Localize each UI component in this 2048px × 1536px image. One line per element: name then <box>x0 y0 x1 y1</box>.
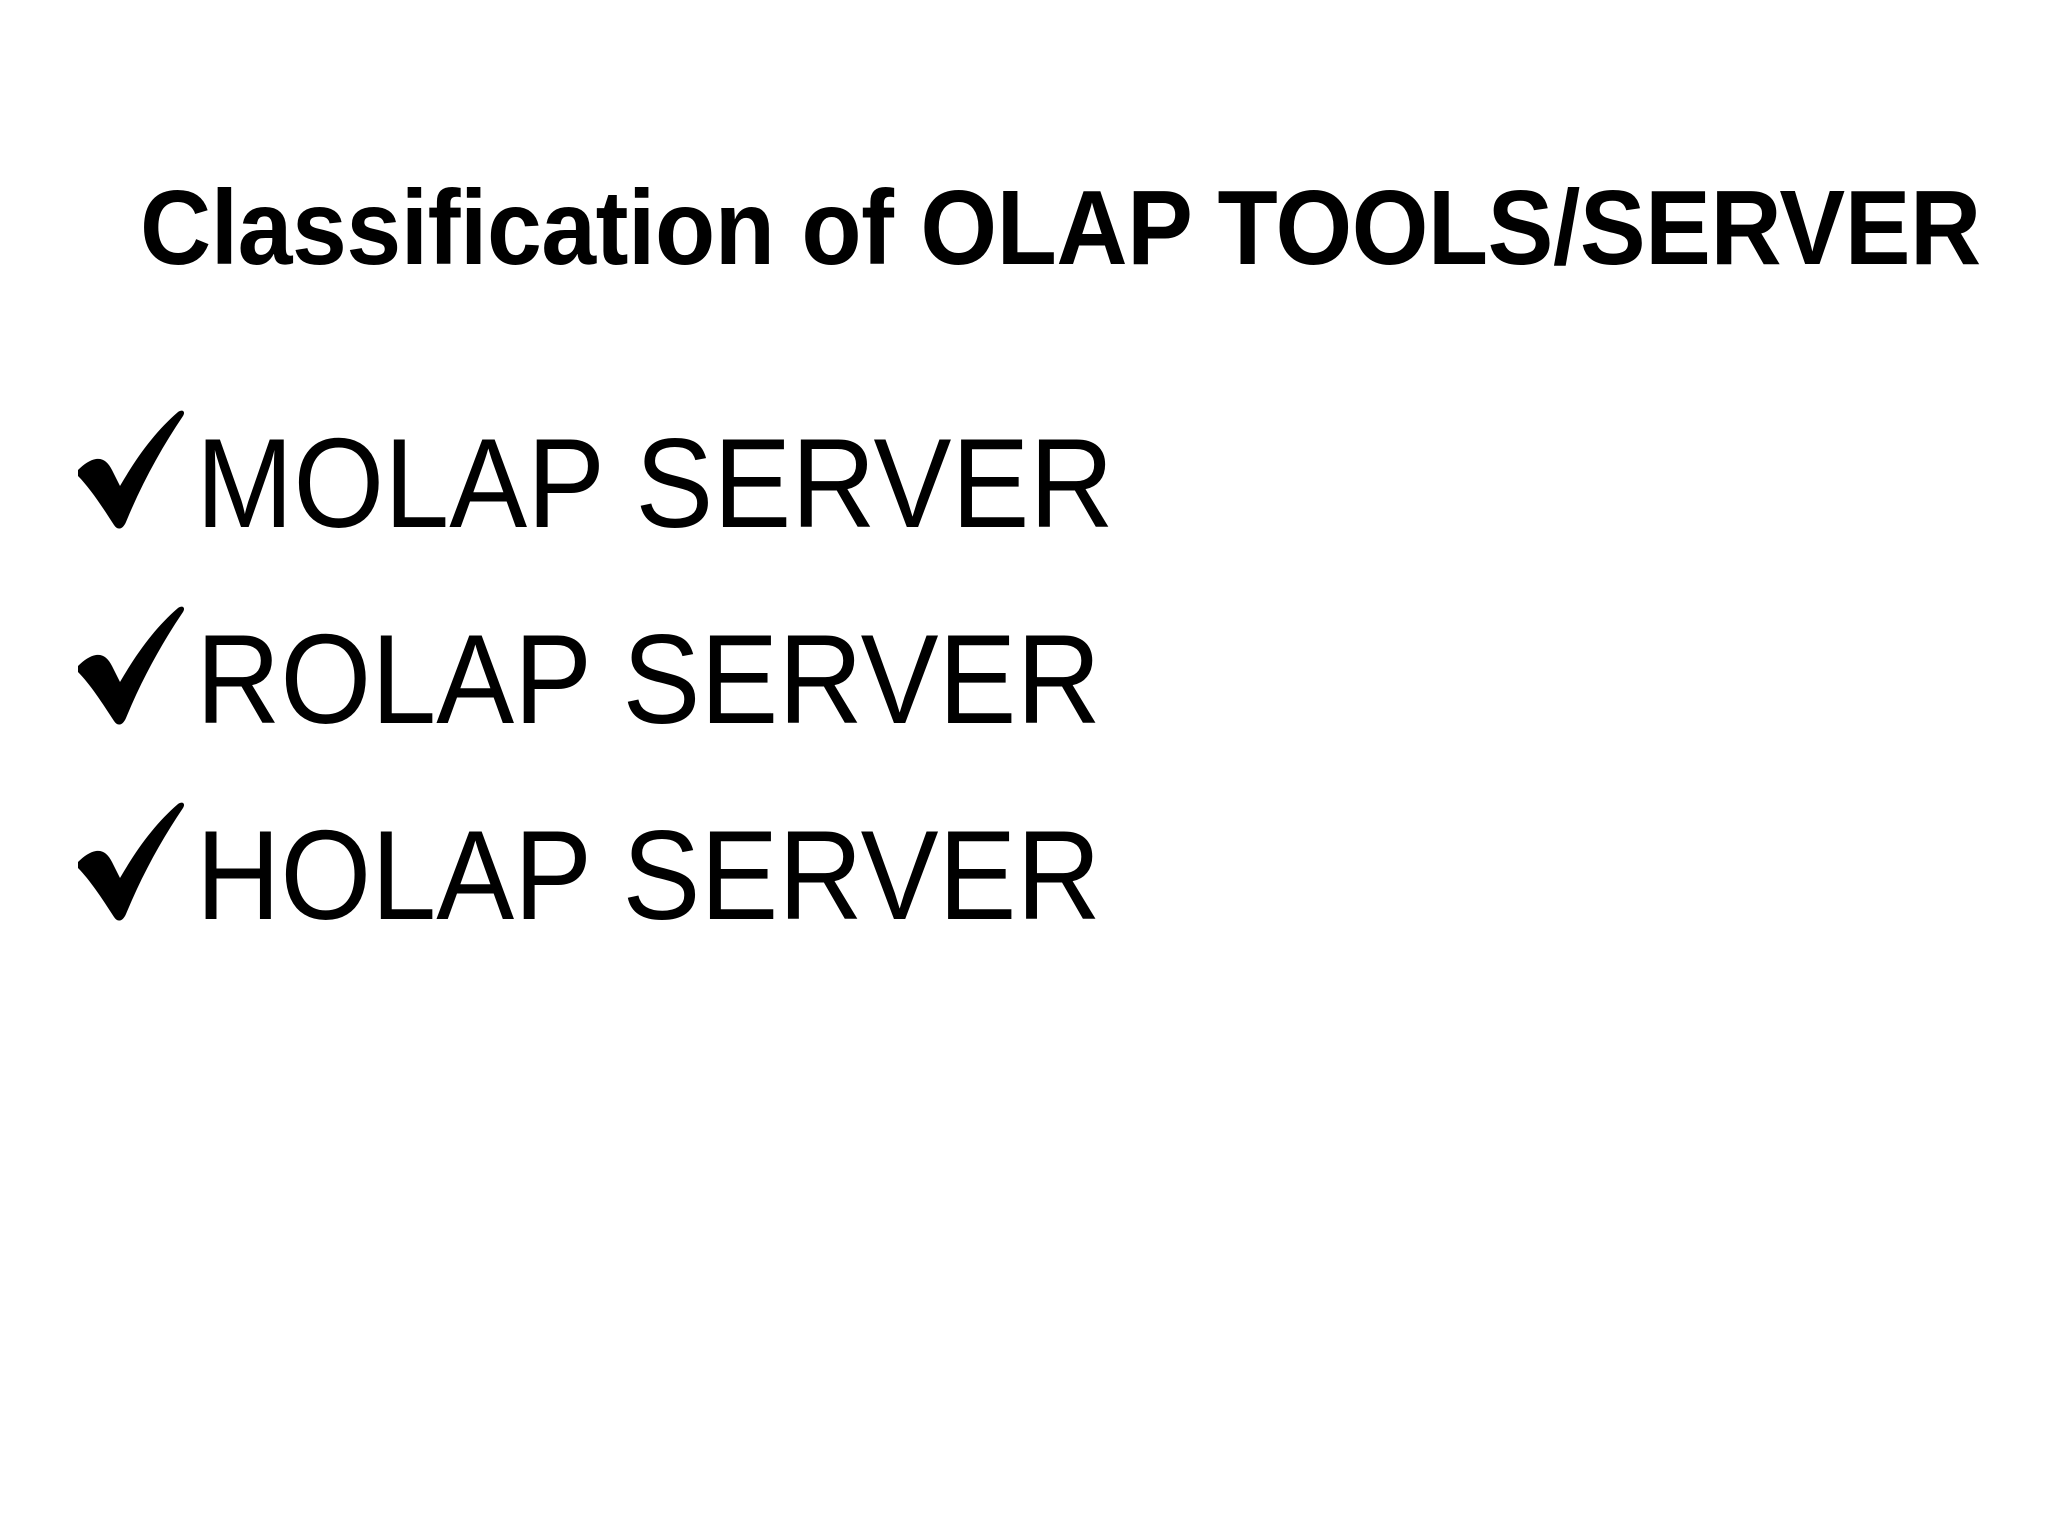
bullet-list: MOLAP SERVER ROLAP SERVER HOLAP SERVER <box>70 398 1670 986</box>
list-item[interactable]: MOLAP SERVER <box>70 398 1670 594</box>
list-item-label: HOLAP SERVER <box>196 804 1101 946</box>
list-item[interactable]: ROLAP SERVER <box>70 594 1670 790</box>
list-item[interactable]: HOLAP SERVER <box>70 790 1670 986</box>
page-title: Classification of OLAP TOOLS/SERVER <box>140 169 1981 288</box>
list-item-label: ROLAP SERVER <box>196 608 1101 750</box>
check-icon <box>70 594 190 734</box>
check-icon <box>70 790 190 930</box>
check-icon <box>70 398 190 538</box>
list-item-label: MOLAP SERVER <box>196 412 1114 554</box>
